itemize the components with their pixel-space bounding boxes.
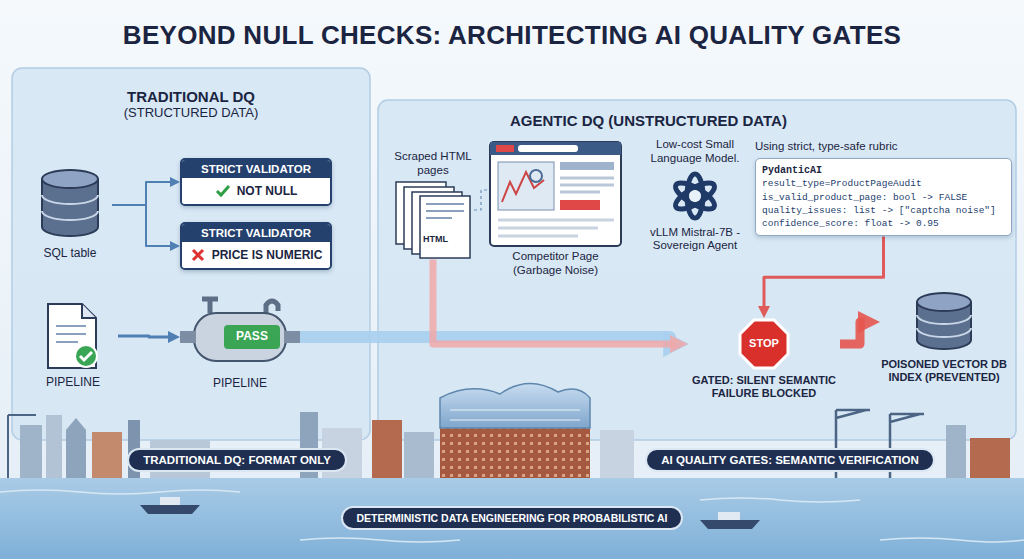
- competitor-page: Competitor Page (Garbage Noise): [488, 140, 623, 278]
- node-text: NOT NULL: [237, 184, 298, 198]
- node-text: confidence_score: float -> 0.95: [762, 217, 1005, 230]
- codebox: PydanticAIresult_type=ProductPageAuditis…: [755, 158, 1012, 237]
- html-pages: Scraped HTML pagesHTML: [392, 150, 474, 260]
- banner: TRADITIONAL DQ: FORMAT ONLY: [127, 448, 347, 472]
- node-text: vLLM Mistral-7B - Sovereign Agent: [640, 226, 750, 254]
- node-text: AI QUALITY GATES: SEMANTIC VERIFICATION: [661, 454, 918, 466]
- flow-arrow: [764, 237, 884, 310]
- node-text: POISONED VECTOR DB INDEX (PREVENTED): [880, 358, 1008, 384]
- flow-arrow: [118, 336, 172, 337]
- node-text: Using strict, type-safe rubric: [755, 140, 1012, 154]
- icon-holder: [28, 165, 112, 243]
- browser-icon: [488, 140, 623, 250]
- node-text: HTML: [423, 234, 448, 244]
- vector-db: POISONED VECTOR DB INDEX (PREVENTED): [880, 290, 1008, 384]
- node-text: result_type=ProductPageAudit: [762, 177, 1005, 190]
- icon-holder: HTML: [392, 178, 474, 260]
- node-text: DETERMINISTIC DATA ENGINEERING FOR PROBA…: [357, 512, 668, 524]
- node-text: Scraped HTML pages: [392, 150, 474, 178]
- flow-arrow: [840, 322, 865, 344]
- node-text: PIPELINE: [180, 376, 300, 390]
- node-text: STOP: [688, 337, 840, 349]
- node-text: PydanticAI: [762, 164, 1005, 178]
- node-text: is_valid_product_page: bool -> FALSE: [762, 191, 1005, 204]
- logo-icon: [665, 166, 725, 226]
- flow-arrow: [112, 205, 173, 246]
- pipeline-document: PIPELINE: [28, 300, 118, 389]
- sql-table: SQL table: [28, 165, 112, 260]
- harbour-skyline: [0, 383, 1024, 559]
- node-text: PIPELINE: [28, 375, 118, 389]
- check-icon: [215, 183, 231, 199]
- pipeline-tank: PASS PIPELINE: [180, 295, 300, 390]
- node-text: quality_issues: list -> ["captcha noise"…: [762, 204, 1005, 217]
- icon-holder: [488, 140, 623, 250]
- node-text: TRADITIONAL DQ: FORMAT ONLY: [143, 454, 331, 466]
- node-text: PRICE IS NUMERIC: [212, 248, 323, 262]
- cyl-icon: [28, 165, 112, 243]
- node-text: Competitor Page (Garbage Noise): [488, 250, 623, 278]
- node-text: PASS: [224, 329, 280, 343]
- panel-backgrounds: [12, 68, 1016, 440]
- icon-holder: STOP: [688, 318, 840, 370]
- cross-icon: [190, 247, 206, 263]
- icon-holder: [880, 290, 1008, 354]
- unstructured-panel: AGENTIC DQ (UNSTRUCTURED DATA) Scraped HT…: [378, 100, 1016, 440]
- icon-holder: [640, 166, 750, 226]
- node-text: GATED: SILENT SEMANTIC FAILURE BLOCKED: [688, 374, 840, 400]
- node-text: (STRUCTURED DATA): [12, 105, 370, 120]
- panel-background: [12, 68, 370, 440]
- db-icon: [909, 290, 979, 354]
- language-model: Low-cost Small Language Model. vLLM Mistr…: [640, 138, 750, 253]
- validator-box: STRICT VALIDATOR NOT NULL: [180, 158, 332, 206]
- text-row: PRICE IS NUMERIC: [182, 242, 330, 268]
- node-text: STRICT VALIDATOR: [182, 224, 330, 242]
- structured-panel: TRADITIONAL DQ(STRUCTURED DATA) SQL table…: [12, 68, 370, 440]
- node-text: STRICT VALIDATOR: [182, 160, 330, 178]
- stack-icon: [392, 178, 474, 260]
- node-text: TRADITIONAL DQ: [12, 68, 370, 105]
- stop-gate: STOP GATED: SILENT SEMANTIC FAILURE BLOCK…: [688, 318, 840, 400]
- icon-holder: PASS: [180, 295, 300, 373]
- node-text: AGENTIC DQ (UNSTRUCTURED DATA): [378, 100, 1016, 129]
- text-row: NOT NULL: [182, 178, 330, 204]
- rubric-code: Using strict, type-safe rubricPydanticAI…: [755, 140, 1012, 236]
- doc-icon: [38, 300, 108, 372]
- flow-arrow: [474, 190, 488, 210]
- banner: AI QUALITY GATES: SEMANTIC VERIFICATION: [645, 448, 934, 472]
- diagram-title: BEYOND NULL CHECKS: ARCHITECTING AI QUAL…: [0, 20, 1024, 51]
- validator-box: STRICT VALIDATOR PRICE IS NUMERIC: [180, 222, 332, 270]
- panel-background: [378, 100, 1016, 440]
- flow-arrow: [112, 182, 173, 205]
- banner: DETERMINISTIC DATA ENGINEERING FOR PROBA…: [341, 506, 684, 530]
- icon-holder: [28, 300, 118, 372]
- node-text: Low-cost Small Language Model.: [640, 138, 750, 166]
- node-text: SQL table: [28, 246, 112, 260]
